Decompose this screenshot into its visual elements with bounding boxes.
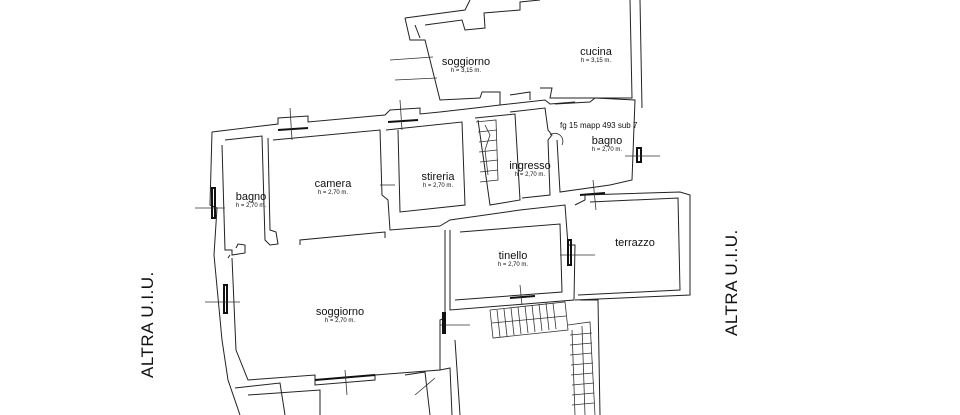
room-name: tinello xyxy=(498,250,528,262)
room-ingresso: ingresso h = 2,70 m. xyxy=(509,160,551,179)
tinello-terrazzo-walls xyxy=(439,191,691,311)
room-soggiorno-upper: soggiorno h = 3,15 m. xyxy=(442,56,490,75)
room-bagno-left: bagno h = 2,70 m. xyxy=(236,191,267,210)
room-stireria: stireria h = 2,70 m. xyxy=(421,171,454,190)
room-height: h = 2,70 m. xyxy=(317,190,349,196)
upper-unit-walls xyxy=(389,0,643,109)
room-height: h = 3,15 m. xyxy=(450,68,482,74)
room-camera: camera h = 2,70 m. xyxy=(315,178,352,197)
room-name: camera xyxy=(314,178,352,190)
room-height: h = 2,70 m. xyxy=(235,203,267,209)
room-height: h = 2,70 m. xyxy=(514,172,546,178)
side-label-left: ALTRA U.I.U. xyxy=(138,271,157,378)
room-height: h = 2,70 m. xyxy=(422,183,454,189)
room-height: h = 2,70 m. xyxy=(591,147,623,153)
room-name: stireria xyxy=(421,171,455,183)
room-name: bagno xyxy=(591,135,623,147)
room-height: h = 2,70 m. xyxy=(497,262,529,268)
room-height: h = 3,15 m. xyxy=(580,58,612,64)
windows xyxy=(195,99,660,314)
lower-soggiorno-walls xyxy=(227,230,470,415)
stairs-lower xyxy=(454,299,601,415)
room-bagno-right: bagno h = 2,70 m. xyxy=(592,135,623,154)
room-name: cucina xyxy=(580,46,612,58)
room-soggiorno-lower: soggiorno h = 2,70 m. xyxy=(316,306,364,325)
central-walls xyxy=(209,97,636,415)
room-terrazzo: terrazzo xyxy=(615,237,655,249)
room-name: soggiorno xyxy=(441,56,491,68)
room-name: bagno xyxy=(235,191,267,203)
cadastral-reference: fg 15 mapp 493 sub 7 xyxy=(560,121,638,130)
room-cucina: cucina h = 3,15 m. xyxy=(580,46,612,65)
stairs-ingresso xyxy=(475,119,499,183)
room-name: terrazzo xyxy=(615,237,655,249)
door-swing xyxy=(549,132,564,146)
room-name: soggiorno xyxy=(315,306,365,318)
side-label-right: ALTRA U.I.U. xyxy=(722,229,741,336)
room-height: h = 2,70 m. xyxy=(324,318,356,324)
room-name: ingresso xyxy=(509,160,551,172)
room-tinello: tinello h = 2,70 m. xyxy=(498,250,528,269)
